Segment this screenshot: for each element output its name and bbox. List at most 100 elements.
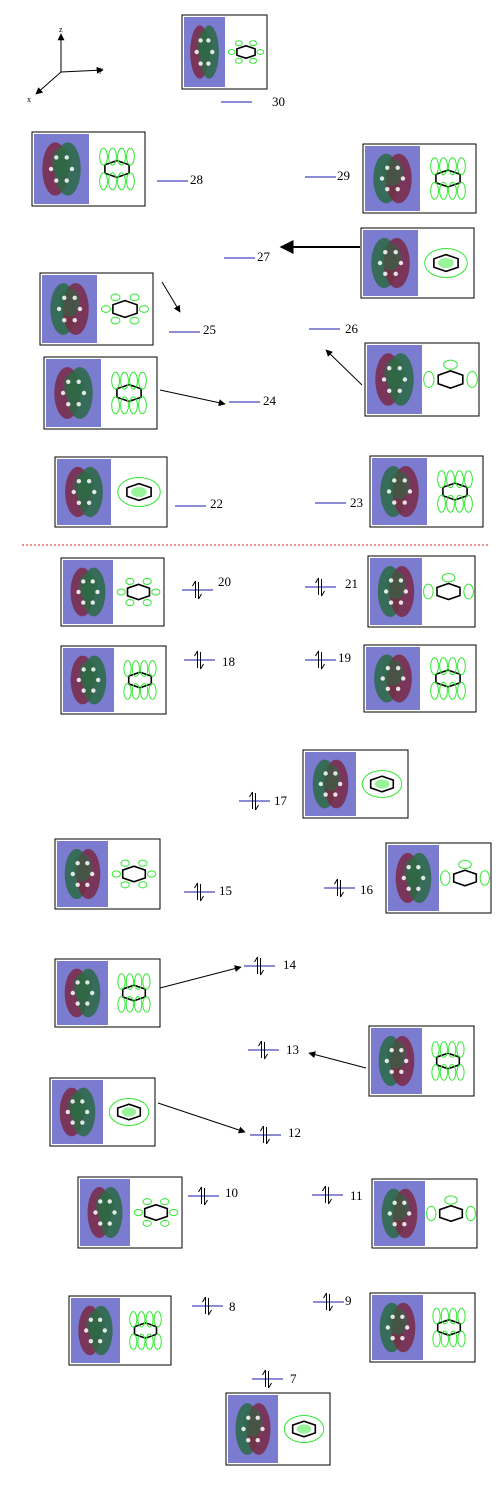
level-number-label: 10 bbox=[225, 1185, 238, 1200]
isosurface-render bbox=[228, 1395, 278, 1463]
energy-level-7: 7 bbox=[252, 1369, 297, 1389]
isosurface-render bbox=[388, 845, 439, 911]
energy-level-30: 30 bbox=[221, 94, 285, 109]
energy-level-15: 15 bbox=[184, 882, 232, 902]
connector-arrows bbox=[157, 240, 367, 1134]
orbital-panel-10 bbox=[77, 1176, 183, 1249]
arrow-to-26 bbox=[325, 349, 363, 386]
electron-pair-icon bbox=[192, 580, 202, 600]
arrow-to-12 bbox=[157, 1102, 246, 1134]
orbital-contour-sketch bbox=[424, 247, 468, 279]
orbital-contour-sketch bbox=[111, 859, 157, 889]
energy-levels: 3029282726252423222120191817161514131211… bbox=[157, 94, 374, 1389]
orbital-panel-12 bbox=[49, 1077, 156, 1147]
orbital-panel-13 bbox=[368, 1025, 475, 1097]
isosurface-render bbox=[42, 275, 97, 343]
orbital-panel-23 bbox=[369, 455, 484, 528]
level-number-label: 14 bbox=[283, 957, 297, 972]
level-number-label: 9 bbox=[345, 1293, 352, 1308]
orbital-contour-sketch bbox=[117, 973, 151, 1013]
orbital-contour-sketch bbox=[99, 147, 135, 191]
isosurface-render bbox=[34, 134, 89, 204]
electron-pair-icon bbox=[334, 878, 344, 898]
orbital-contour-sketch bbox=[129, 1311, 162, 1350]
level-number-label: 16 bbox=[360, 882, 374, 897]
orbital-contour-sketch bbox=[423, 359, 478, 389]
orbital-contour-sketch bbox=[426, 1195, 476, 1223]
orbital-panel-20 bbox=[60, 557, 165, 627]
level-number-label: 7 bbox=[290, 1371, 297, 1386]
orbital-contour-sketch bbox=[431, 1041, 465, 1081]
energy-level-29: 29 bbox=[305, 168, 350, 183]
isosurface-render bbox=[366, 647, 420, 710]
electron-pair-icon bbox=[262, 1369, 272, 1389]
orbital-contour-sketch bbox=[227, 40, 265, 64]
orbital-panel-9 bbox=[369, 1292, 476, 1363]
orbital-panel-30 bbox=[181, 14, 268, 90]
orbital-panel-18 bbox=[60, 645, 167, 715]
isosurface-render bbox=[372, 458, 427, 525]
level-number-label: 13 bbox=[286, 1042, 299, 1057]
isosurface-render bbox=[370, 558, 422, 625]
level-number-label: 8 bbox=[229, 1299, 236, 1314]
electron-pair-icon bbox=[194, 650, 204, 670]
orbital-contour-sketch bbox=[440, 859, 490, 887]
level-number-label: 11 bbox=[350, 1188, 363, 1203]
level-number-label: 17 bbox=[274, 793, 288, 808]
electron-pair-icon bbox=[258, 1040, 268, 1060]
orbital-panel-11 bbox=[371, 1178, 478, 1249]
orbital-contour-sketch bbox=[117, 476, 161, 508]
orbital-panel-16 bbox=[385, 842, 492, 914]
energy-level-13: 13 bbox=[248, 1040, 299, 1060]
arrow-to-24 bbox=[159, 389, 226, 407]
energy-level-18: 18 bbox=[184, 650, 235, 670]
energy-level-16: 16 bbox=[324, 878, 374, 898]
level-number-label: 29 bbox=[337, 168, 350, 183]
orbital-panel-22 bbox=[54, 456, 168, 528]
isosurface-render bbox=[372, 1295, 423, 1360]
electron-pair-icon bbox=[202, 1296, 212, 1316]
level-number-label: 15 bbox=[219, 883, 232, 898]
orbital-contour-sketch bbox=[283, 1414, 325, 1444]
orbital-contour-sketch bbox=[361, 769, 403, 799]
orbital-contour-sketch bbox=[432, 1307, 466, 1348]
axis-triad: z y x bbox=[27, 25, 104, 104]
level-number-label: 18 bbox=[222, 654, 235, 669]
orbital-panel-29 bbox=[362, 143, 477, 214]
level-number-label: 28 bbox=[190, 172, 203, 187]
orbital-panel-24 bbox=[43, 356, 158, 430]
energy-level-20: 20 bbox=[182, 574, 231, 600]
energy-level-23: 23 bbox=[315, 495, 363, 510]
isosurface-render bbox=[80, 1179, 130, 1246]
orbital-panel-21 bbox=[367, 555, 476, 628]
electron-pair-icon bbox=[315, 577, 325, 597]
orbital-panel-8 bbox=[68, 1295, 172, 1366]
level-number-label: 27 bbox=[257, 249, 271, 264]
energy-level-9: 9 bbox=[313, 1292, 352, 1312]
isosurface-render bbox=[57, 961, 108, 1025]
energy-level-26: 26 bbox=[309, 321, 359, 336]
axis-z-label: z bbox=[59, 25, 63, 34]
isosurface-render bbox=[367, 345, 422, 414]
energy-level-22: 22 bbox=[175, 496, 223, 511]
electron-pair-icon bbox=[323, 1292, 333, 1312]
energy-level-24: 24 bbox=[229, 393, 277, 408]
isosurface-render bbox=[365, 146, 420, 211]
energy-level-21: 21 bbox=[305, 576, 358, 597]
isosurface-render bbox=[184, 17, 225, 87]
level-number-label: 30 bbox=[272, 94, 285, 109]
isosurface-render bbox=[57, 459, 111, 525]
isosurface-render bbox=[363, 230, 418, 296]
orbital-panel-25 bbox=[39, 272, 154, 346]
energy-level-27: 27 bbox=[224, 249, 271, 264]
level-number-label: 25 bbox=[203, 322, 216, 337]
electron-pair-icon bbox=[260, 1125, 270, 1145]
orbital-panel-27 bbox=[360, 227, 475, 299]
level-number-label: 26 bbox=[345, 321, 359, 336]
axis-y-label: y bbox=[99, 65, 103, 74]
level-number-label: 12 bbox=[288, 1125, 301, 1140]
orbital-contour-sketch bbox=[108, 1097, 150, 1127]
orbital-contour-sketch bbox=[423, 572, 474, 601]
orbital-panels bbox=[31, 14, 492, 1466]
